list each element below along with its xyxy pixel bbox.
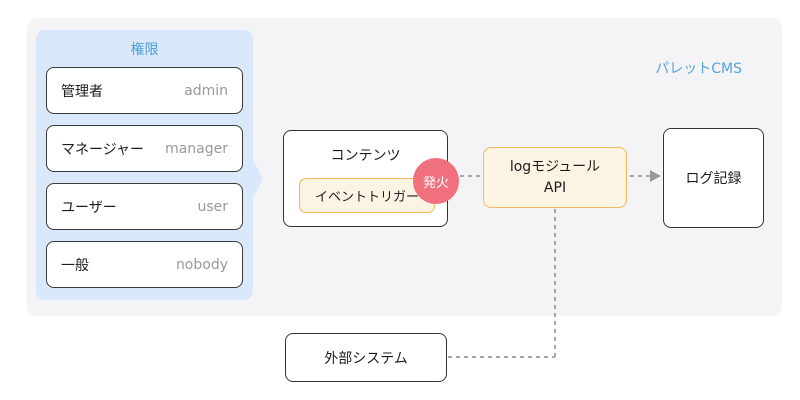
connector-fire-to-api (460, 175, 483, 177)
content-box: コンテンツ イベントトリガー (283, 130, 448, 227)
fire-badge: 発火 (413, 158, 459, 204)
event-trigger-box: イベントトリガー (299, 178, 435, 213)
brand-label: パレットCMS (655, 61, 742, 77)
role-label: ユーザー (61, 199, 117, 216)
role-row-user: ユーザー user (46, 183, 243, 230)
role-row-manager: マネージャー manager (46, 125, 243, 172)
connector-api-to-log (630, 175, 651, 177)
external-system-box: 外部システム (285, 333, 447, 382)
log-record-box: ログ記録 (663, 128, 764, 228)
role-label: 管理者 (61, 83, 103, 100)
role-row-nobody: 一般 nobody (46, 241, 243, 288)
role-code: admin (184, 82, 228, 99)
flow-chevron-icon (252, 158, 263, 200)
permissions-panel: 権限 管理者 admin マネージャー manager ユーザー user 一般… (36, 30, 253, 300)
role-code: user (197, 198, 228, 215)
connector-api-down (554, 209, 556, 357)
log-module-api-box: logモジュール API (483, 147, 627, 208)
role-code: manager (165, 140, 228, 157)
arrowhead-icon (650, 169, 661, 182)
api-box-line1: logモジュール (509, 159, 601, 176)
api-box-line2: API (543, 179, 567, 196)
role-label: マネージャー (61, 141, 145, 158)
role-code: nobody (175, 256, 228, 273)
permissions-title: 権限 (130, 42, 159, 58)
content-title: コンテンツ (330, 148, 401, 164)
role-label: 一般 (61, 257, 89, 274)
connector-external (448, 356, 555, 358)
cms-container: パレットCMS 権限 管理者 admin マネージャー manager ユーザー… (27, 18, 782, 316)
role-row-admin: 管理者 admin (46, 67, 243, 114)
